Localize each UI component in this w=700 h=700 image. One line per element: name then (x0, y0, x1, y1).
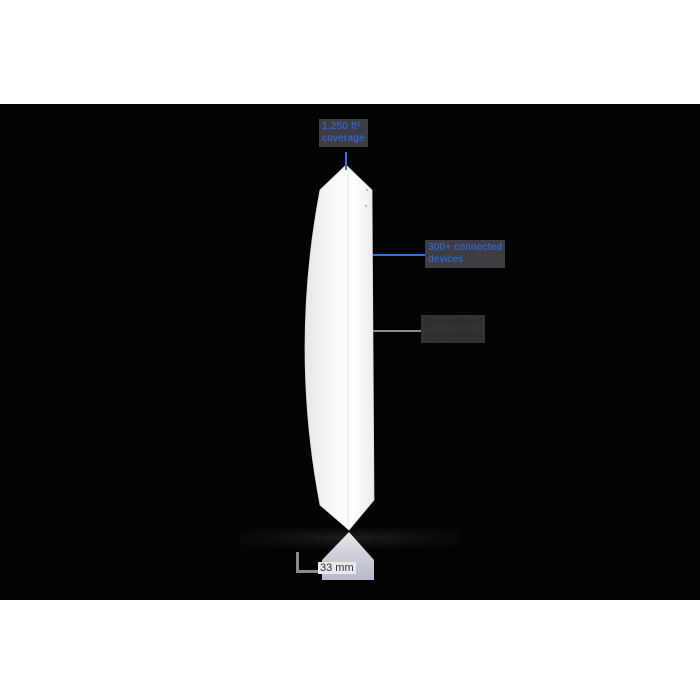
coverage-callout: 1,250 ft² coverage (319, 119, 368, 147)
devices-callout-leader (373, 254, 425, 256)
devices-caption: devices (428, 254, 464, 265)
coverage-caption: coverage (322, 133, 365, 144)
gray-callout-leader (373, 330, 421, 332)
top-callout-leader (345, 152, 347, 170)
devices-value: 300+ connected (428, 242, 503, 253)
thickness-dimension-label: 33 mm (318, 562, 356, 574)
coverage-value: 1,250 ft² (322, 121, 361, 132)
gray-callout: [unreadable] [unreadable] (421, 315, 486, 343)
dimension-bracket-base (296, 570, 318, 573)
gray-callout-line2: [unreadable] (424, 329, 483, 340)
devices-callout: 300+ connected devices (425, 240, 506, 268)
gray-callout-line1: [unreadable] (424, 317, 483, 328)
dimension-bracket-left (296, 552, 299, 572)
